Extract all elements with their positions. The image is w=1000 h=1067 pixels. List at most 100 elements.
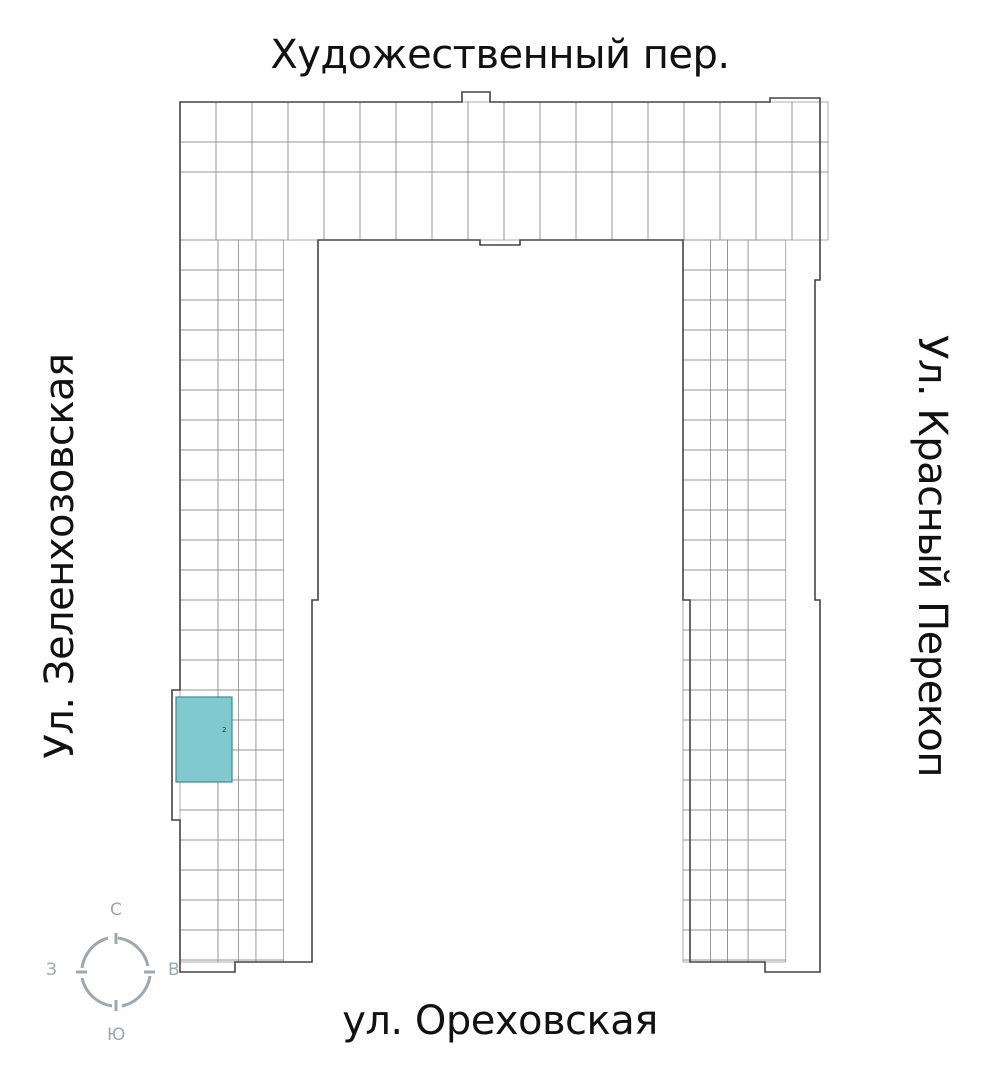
room [682,389,711,421]
room [179,839,219,871]
room [682,359,711,391]
room [217,839,239,871]
room [217,239,239,271]
room [179,141,217,173]
room [539,101,577,143]
room [238,329,257,361]
room [395,101,433,143]
room [251,101,289,143]
room [682,419,711,451]
room [683,141,721,173]
room [539,171,577,241]
room [682,929,711,961]
room [682,299,711,331]
room [682,509,711,541]
room [747,899,787,931]
room [727,479,749,511]
room [179,509,219,541]
room [710,719,728,751]
room [179,449,219,481]
room [238,569,257,601]
room [255,749,284,781]
room [255,659,284,691]
room [710,869,728,901]
room [217,479,239,511]
room [179,329,219,361]
room [747,779,787,811]
room [255,389,284,421]
room [238,299,257,331]
building-outline [171,91,821,973]
room [255,629,284,661]
room [179,869,219,901]
room [647,141,685,173]
room [727,929,749,961]
room [238,839,257,871]
room [755,101,793,143]
room [727,599,749,631]
room [217,809,239,841]
room [323,141,361,173]
room [727,239,749,271]
room [238,809,257,841]
room [791,101,829,143]
room [727,749,749,781]
apartment-highlighted[interactable] [175,696,233,783]
room [682,869,711,901]
room [710,899,728,931]
room [238,749,257,781]
room [710,599,728,631]
room [710,809,728,841]
room [747,269,787,301]
room [467,171,505,241]
room [503,101,541,143]
street-label-bottom: ул. Ореховская [342,998,658,1044]
room [255,839,284,871]
room [179,479,219,511]
room [747,719,787,751]
room [682,569,711,601]
room [255,419,284,451]
room [179,389,219,421]
room [710,629,728,661]
room [682,449,711,481]
room [747,239,787,271]
room [217,359,239,391]
room [179,779,219,811]
room [719,101,757,143]
room [710,389,728,421]
room [727,509,749,541]
room [251,141,289,173]
room [747,299,787,331]
room [710,449,728,481]
room [611,171,649,241]
room [747,419,787,451]
room [575,101,613,143]
room [710,269,728,301]
room [255,359,284,391]
room [575,171,613,241]
room [217,389,239,421]
room [238,449,257,481]
room [217,329,239,361]
room [179,899,219,931]
room [727,539,749,571]
room [747,869,787,901]
room [682,269,711,301]
room [710,539,728,571]
room [747,929,787,961]
room [179,959,219,963]
room [747,659,787,691]
room [359,101,397,143]
room [747,569,787,601]
room [238,239,257,271]
room [747,599,787,631]
room [539,141,577,173]
room [359,141,397,173]
room [647,171,685,241]
room [710,239,728,271]
room [217,869,239,901]
room [217,269,239,301]
room [682,899,711,931]
